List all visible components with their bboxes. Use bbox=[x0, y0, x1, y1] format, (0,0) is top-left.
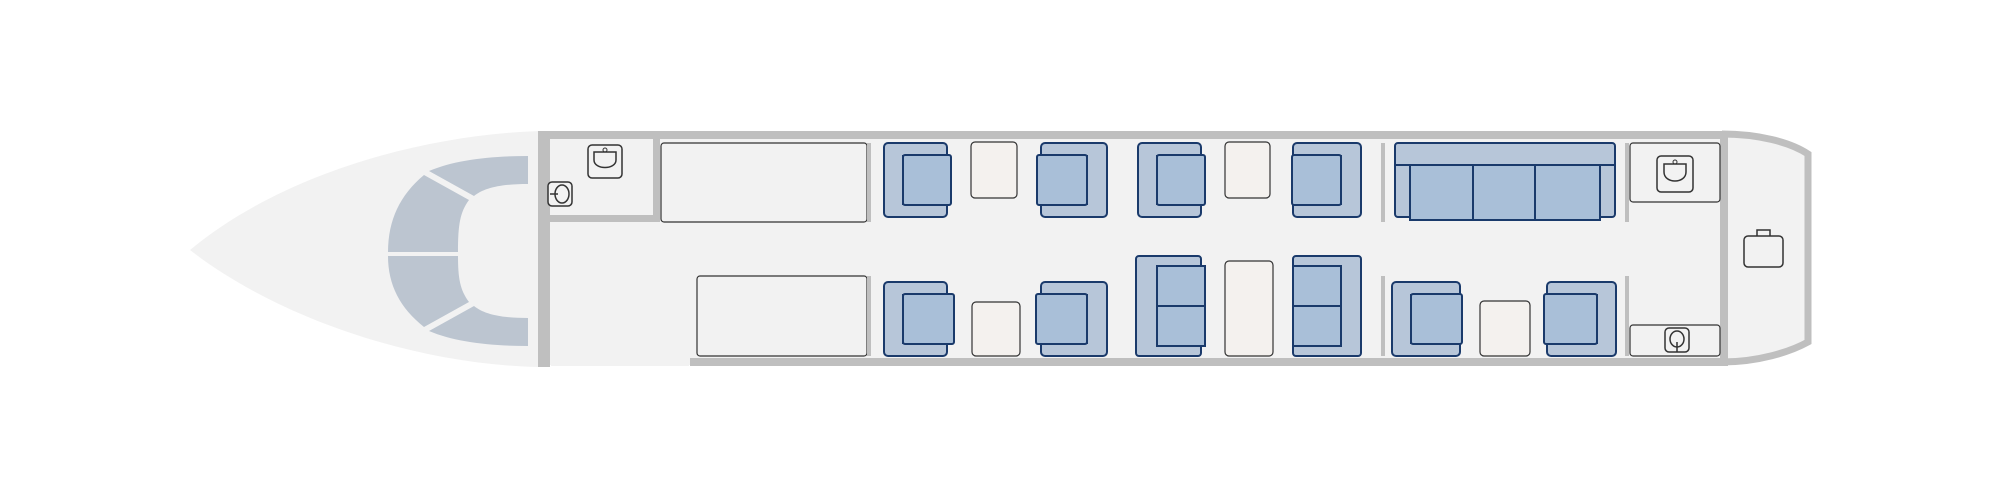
cabin-partitions bbox=[867, 143, 1629, 356]
lavatory-wall-bottom bbox=[548, 215, 660, 222]
galley bbox=[660, 142, 868, 357]
divan bbox=[1394, 142, 1616, 221]
bottom-wall bbox=[690, 358, 1722, 366]
top-wall bbox=[538, 131, 1722, 139]
toilet-icon bbox=[547, 181, 573, 207]
seat bbox=[1543, 281, 1617, 357]
aft-lavatory bbox=[1629, 142, 1721, 357]
mid-divans-lower bbox=[1135, 255, 1362, 357]
seat bbox=[1036, 142, 1108, 218]
cockpit-seat-upper-1 bbox=[429, 156, 528, 196]
mid-club-upper bbox=[1137, 141, 1362, 218]
aft-bulkhead bbox=[1720, 131, 1728, 366]
sink-icon bbox=[587, 144, 623, 179]
front-bulkhead bbox=[538, 131, 550, 367]
aft-club-lower bbox=[1391, 281, 1617, 357]
divan bbox=[1292, 255, 1362, 357]
sink-icon bbox=[1656, 155, 1694, 193]
entry-door-floor bbox=[551, 357, 689, 366]
table bbox=[1479, 300, 1531, 357]
aft-divan-upper bbox=[1394, 142, 1616, 221]
nose-section bbox=[190, 131, 540, 367]
cockpit-seat-upper-2 bbox=[388, 175, 469, 252]
table bbox=[1224, 141, 1271, 199]
seat bbox=[1291, 142, 1362, 218]
forward-club-lower bbox=[883, 281, 1108, 357]
galley-counter-upper bbox=[660, 142, 868, 223]
divan bbox=[1135, 255, 1206, 357]
tail-wall bbox=[1721, 130, 1812, 366]
toilet-icon bbox=[1664, 327, 1690, 353]
seat bbox=[1391, 281, 1463, 357]
cockpit-seating bbox=[388, 156, 528, 346]
seat bbox=[1137, 142, 1206, 218]
table bbox=[971, 301, 1021, 357]
seat bbox=[1035, 281, 1108, 357]
forward-club-upper bbox=[883, 141, 1108, 218]
table bbox=[1224, 260, 1274, 357]
cockpit-seat-lower-2 bbox=[429, 306, 528, 346]
cockpit-seat-lower-1 bbox=[388, 256, 469, 327]
seat bbox=[883, 281, 955, 357]
luggage-icon bbox=[1743, 229, 1784, 268]
table bbox=[970, 141, 1018, 199]
lavatory-wall-side bbox=[653, 138, 660, 222]
galley-counter-lower bbox=[696, 275, 868, 357]
seat bbox=[883, 142, 952, 218]
forward-lavatory bbox=[547, 138, 660, 222]
